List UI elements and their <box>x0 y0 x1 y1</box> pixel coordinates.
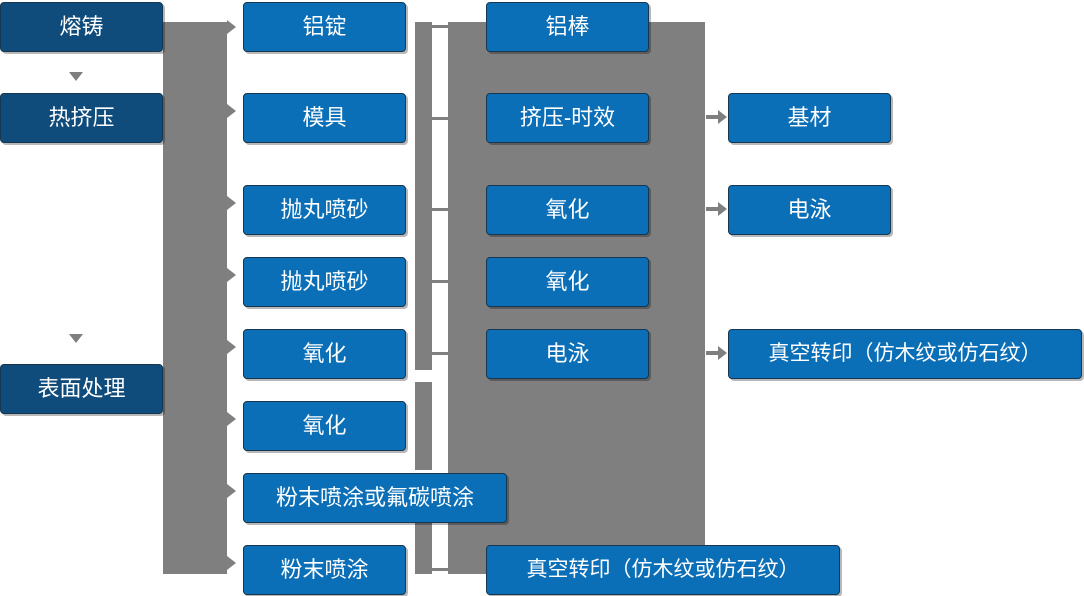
node-label: 基材 <box>787 104 832 130</box>
input-node-shot-blasting-1[interactable]: 抛丸喷砂 <box>243 185 406 235</box>
process-node-oxidation-2[interactable]: 氧化 <box>486 257 649 307</box>
node-label: 真空转印（仿木纹或仿石纹） <box>526 558 800 582</box>
node-label: 挤压-时效 <box>519 104 616 130</box>
process-node-oxidation-1[interactable]: 氧化 <box>486 185 649 235</box>
node-label: 铝锭 <box>302 13 347 39</box>
node-label: 氧化 <box>545 268 590 294</box>
node-label: 粉末喷涂或氟碳喷涂 <box>275 484 474 510</box>
stage-node-surface-treatment[interactable]: 表面处理 <box>0 364 163 414</box>
input-node-aluminium-ingot[interactable]: 铝锭 <box>243 2 406 52</box>
node-label: 抛丸喷砂 <box>280 196 369 222</box>
process-node-electrophoresis[interactable]: 电泳 <box>486 329 649 379</box>
connector-trunk-stage-to-input <box>163 22 227 574</box>
output-node-base-material[interactable]: 基材 <box>728 93 891 143</box>
node-label: 热挤压 <box>48 104 115 130</box>
node-label: 熔铸 <box>59 13 104 39</box>
arrow-to-output-3 <box>706 346 727 360</box>
arrow-to-input-4 <box>227 268 236 282</box>
connector-bar-notch-3 <box>432 444 448 474</box>
node-label: 氧化 <box>302 412 347 438</box>
arrow-down-extrude-to-surface <box>69 334 83 343</box>
arrow-to-input-1 <box>227 20 236 34</box>
connector-stub-5 <box>430 352 450 355</box>
input-node-mould[interactable]: 模具 <box>243 93 406 143</box>
connector-stub-1 <box>430 25 450 28</box>
node-label: 真空转印（仿木纹或仿石纹） <box>768 342 1042 366</box>
arrow-to-output-2 <box>706 202 727 216</box>
connector-bar-notch <box>415 370 432 382</box>
arrow-to-input-6 <box>227 412 236 426</box>
stage-node-hot-extrusion[interactable]: 热挤压 <box>0 93 163 143</box>
node-label: 粉末喷涂 <box>280 556 369 582</box>
node-label: 氧化 <box>302 340 347 366</box>
node-label: 氧化 <box>545 196 590 222</box>
process-node-aluminium-bar[interactable]: 铝棒 <box>486 2 649 52</box>
process-node-extrusion-aging[interactable]: 挤压-时效 <box>486 93 649 143</box>
arrow-to-input-2 <box>227 104 236 118</box>
connector-channel-gap <box>432 22 448 574</box>
node-label: 抛丸喷砂 <box>280 268 369 294</box>
node-label: 表面处理 <box>37 375 126 401</box>
connector-stub-4 <box>430 280 450 283</box>
input-node-oxidation-1[interactable]: 氧化 <box>243 329 406 379</box>
node-label: 电泳 <box>545 340 590 366</box>
input-node-powder-spray[interactable]: 粉末喷涂 <box>243 545 406 595</box>
stage-node-melt-casting[interactable]: 熔铸 <box>0 2 163 52</box>
connector-stub-2 <box>430 117 450 120</box>
node-label: 电泳 <box>787 196 832 222</box>
arrow-to-output-1 <box>706 110 727 124</box>
arrow-to-input-8 <box>227 556 236 570</box>
connector-bar-input-to-process <box>415 22 432 574</box>
output-node-vacuum-transfer-print[interactable]: 真空转印（仿木纹或仿石纹） <box>728 329 1082 379</box>
node-label: 铝棒 <box>545 13 590 39</box>
output-node-electrophoresis[interactable]: 电泳 <box>728 185 891 235</box>
input-node-oxidation-2[interactable]: 氧化 <box>243 401 406 451</box>
arrow-down-melt-to-extrude <box>69 72 83 81</box>
connector-stub-6 <box>430 568 450 571</box>
input-node-shot-blasting-2[interactable]: 抛丸喷砂 <box>243 257 406 307</box>
connector-surface-elbow <box>163 388 193 391</box>
arrow-to-input-3 <box>227 196 236 210</box>
process-node-vacuum-transfer-print[interactable]: 真空转印（仿木纹或仿石纹） <box>486 545 840 595</box>
arrow-to-input-5 <box>227 340 236 354</box>
arrow-to-input-7 <box>227 484 236 498</box>
connector-stub-3 <box>430 208 450 211</box>
node-label: 模具 <box>302 104 347 130</box>
input-node-powder-or-fluorocarbon-spray[interactable]: 粉末喷涂或氟碳喷涂 <box>243 473 507 523</box>
